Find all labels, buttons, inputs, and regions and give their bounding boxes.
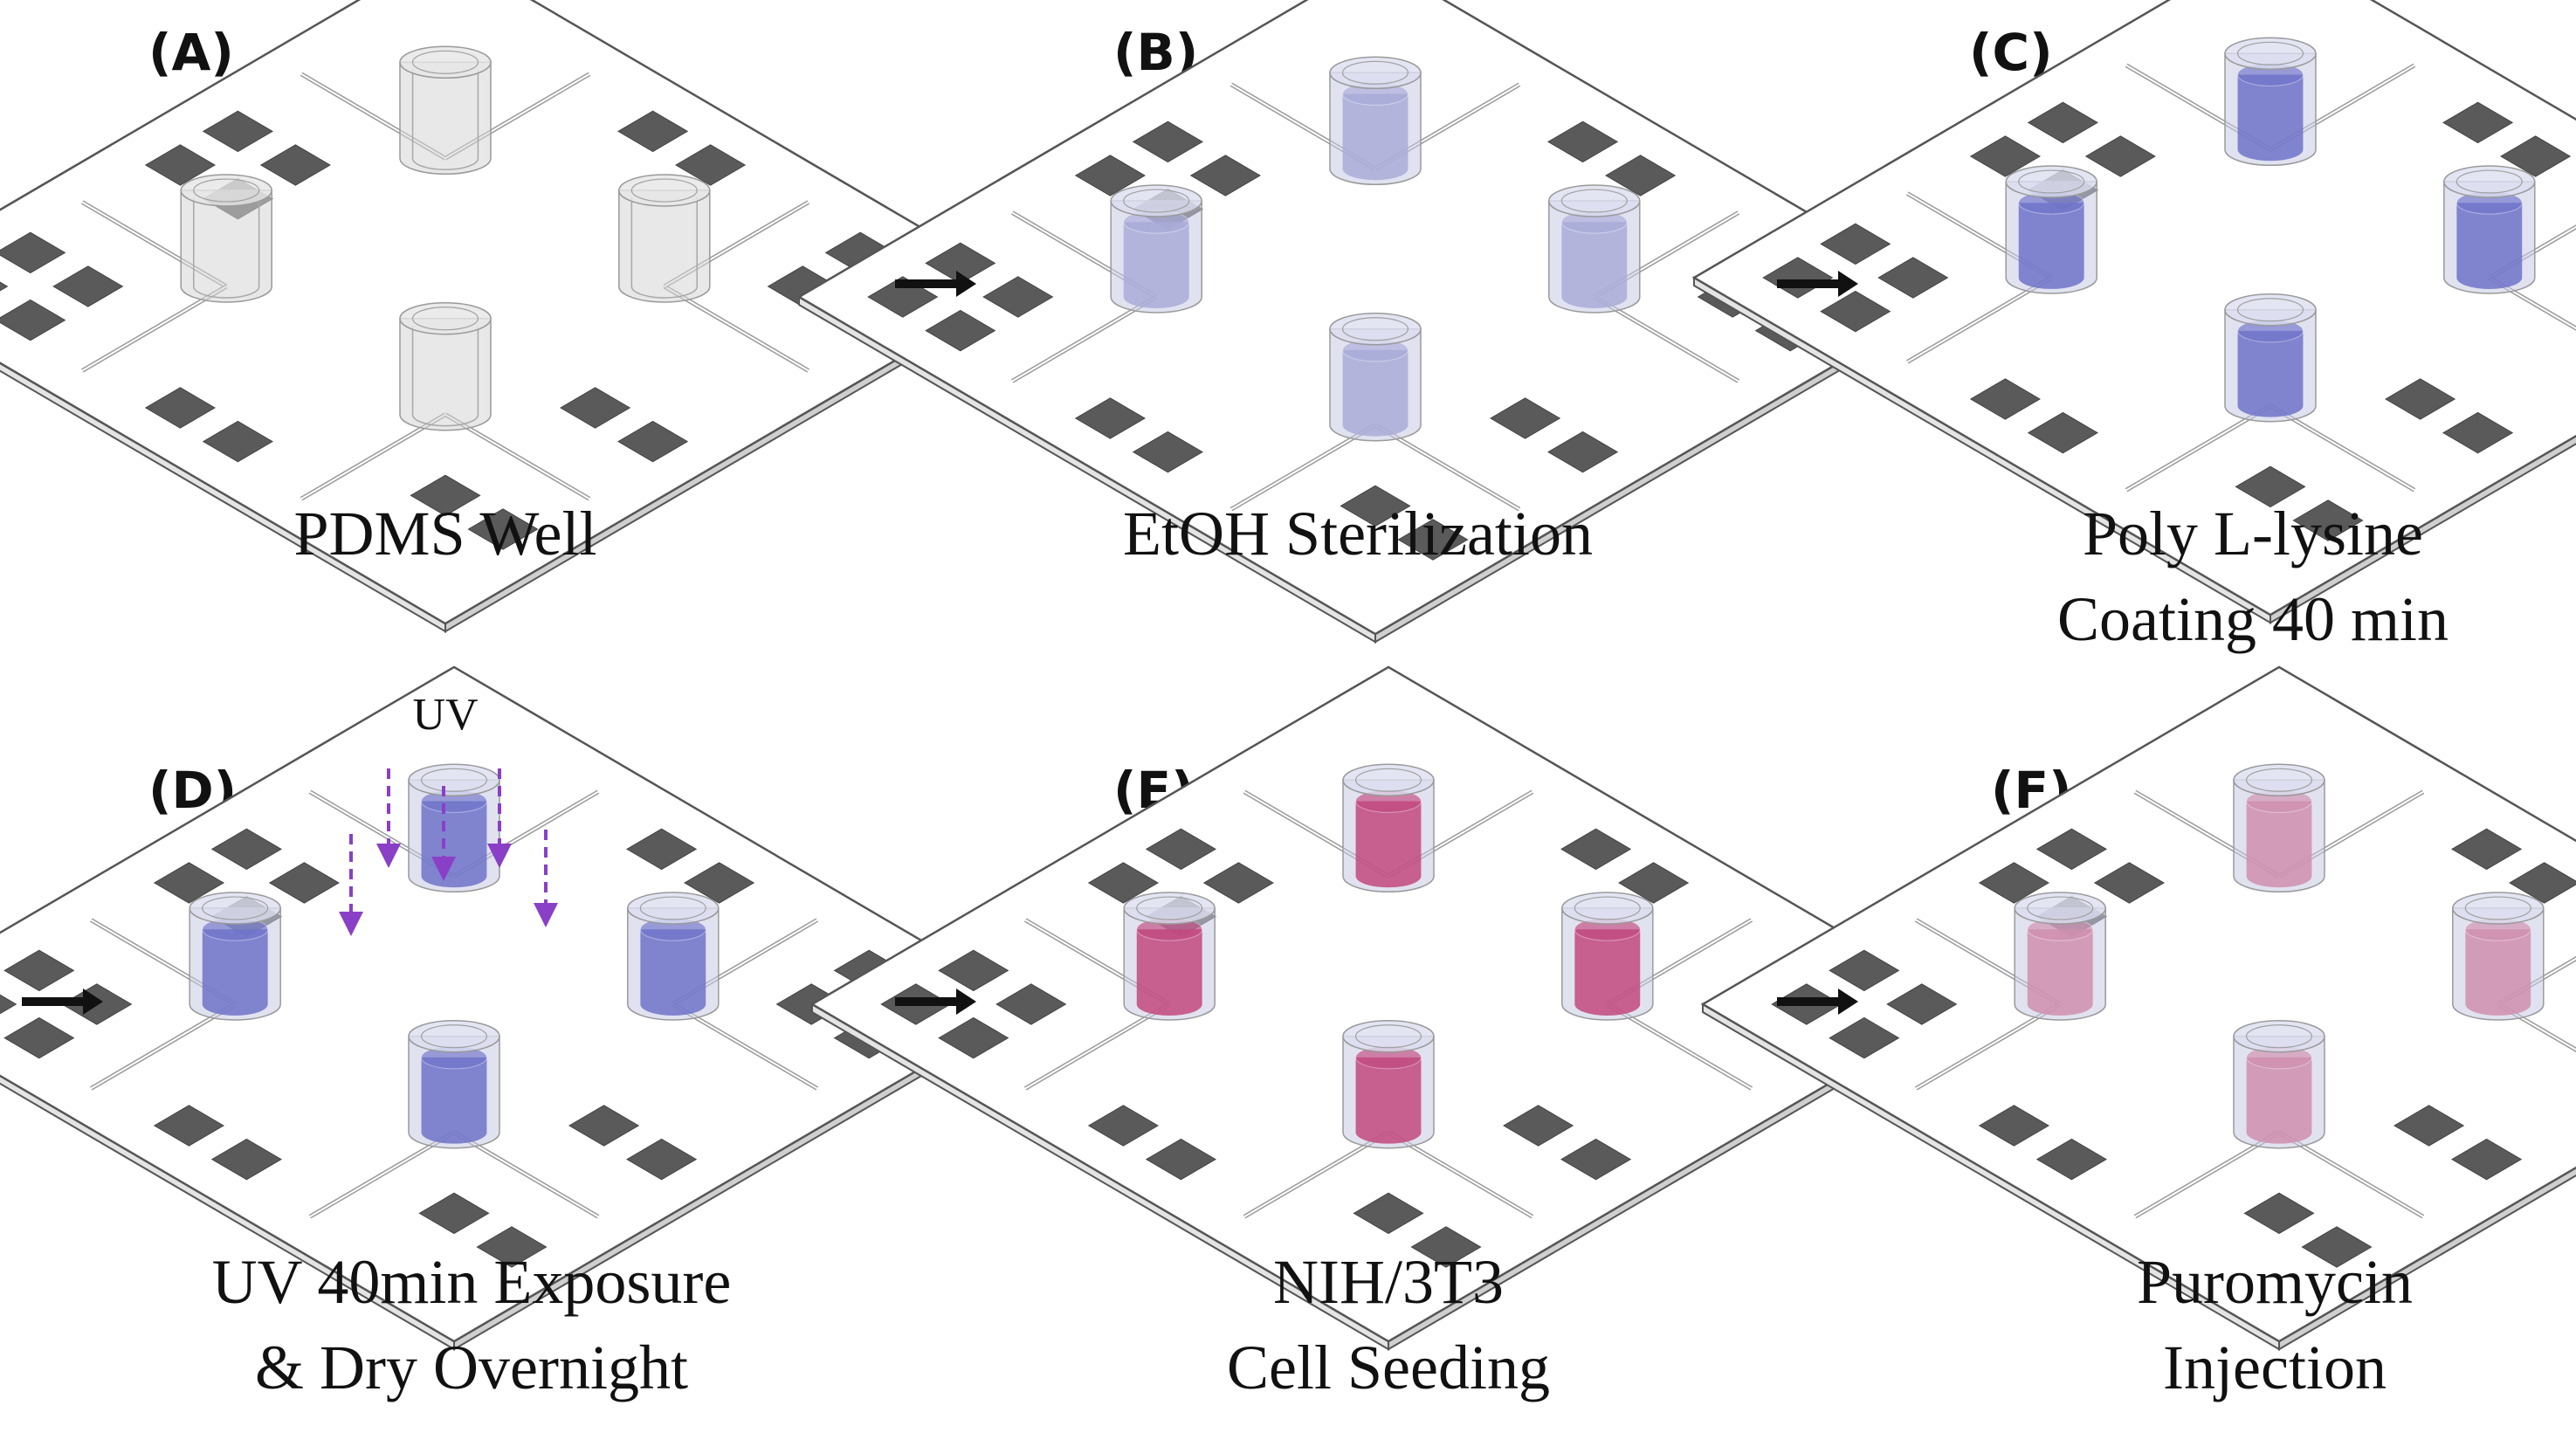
well-cylinder — [1110, 184, 1202, 313]
well-cylinder — [399, 45, 492, 176]
well-cylinder — [2005, 165, 2097, 294]
well-cylinder — [627, 892, 720, 1021]
well-cylinder — [180, 174, 272, 303]
right-arrow-icon — [1777, 989, 1858, 1015]
pdms-well-chip-icon — [1691, 0, 2576, 624]
caption-line-1: NIH/3T3 — [1273, 1247, 1504, 1317]
uv-rays — [339, 768, 558, 936]
well-cylinder — [2452, 892, 2545, 1021]
right-arrow-icon — [895, 271, 976, 297]
well-cylinder — [399, 301, 492, 431]
well-cylinder — [1329, 56, 1422, 186]
well-cylinder — [1561, 892, 1654, 1021]
right-arrow-icon — [1777, 271, 1858, 297]
well-cylinder — [2224, 293, 2317, 423]
caption-line-2: & Dry Overnight — [255, 1333, 688, 1402]
panel-e: (E) NIH/3T3 Cell Seeding — [809, 665, 1967, 1402]
caption-line-2: Injection — [2163, 1333, 2387, 1402]
well-cylinder — [1342, 1019, 1435, 1149]
well-cylinder — [408, 763, 500, 893]
pdms-well-chip-icon — [809, 665, 1967, 1351]
panel-d: (D) UV UV 40min Exposure & Dry Overnight — [0, 665, 1033, 1402]
pdms-well-chip-icon — [0, 665, 1033, 1351]
well-cylinder — [408, 1019, 500, 1149]
well-cylinder — [2233, 1019, 2325, 1149]
panel-f: (F) Puromycin Injection — [1700, 665, 2576, 1402]
panel-c: (C) Poly L-lysine Coating 40 min — [1691, 0, 2576, 654]
well-cylinder — [1342, 763, 1435, 893]
panel-a: (A) PDMS Well — [0, 0, 1024, 633]
pdms-well-chip-icon — [0, 0, 1024, 633]
caption-line-1: EtOH Sterilization — [1123, 499, 1593, 568]
well-cylinder — [189, 892, 281, 1021]
caption-line-1: Puromycin — [2137, 1247, 2413, 1317]
pdms-well-chip-icon — [1700, 665, 2576, 1351]
well-cylinder — [618, 174, 711, 303]
caption-line-1: PDMS Well — [294, 499, 597, 568]
well-cylinder — [1123, 892, 1216, 1021]
uv-label: UV — [412, 690, 478, 740]
panel-label: (A) — [148, 23, 234, 82]
well-cylinder — [2014, 892, 2106, 1021]
well-cylinder — [2233, 763, 2325, 893]
well-cylinder — [2224, 37, 2317, 167]
caption-line-1: Poly L-lysine — [2083, 499, 2423, 568]
right-arrow-icon — [22, 989, 103, 1015]
well-cylinder — [1329, 312, 1422, 442]
flow-arrows — [22, 271, 1858, 1015]
caption-line-1: UV 40min Exposure — [212, 1247, 732, 1317]
panel-label: (C) — [1969, 23, 2053, 82]
right-arrow-icon — [895, 989, 976, 1015]
caption-line-2: Coating 40 min — [2057, 584, 2449, 654]
caption-line-2: Cell Seeding — [1227, 1333, 1550, 1402]
well-cylinder — [1548, 184, 1641, 313]
well-cylinder — [2443, 165, 2536, 294]
